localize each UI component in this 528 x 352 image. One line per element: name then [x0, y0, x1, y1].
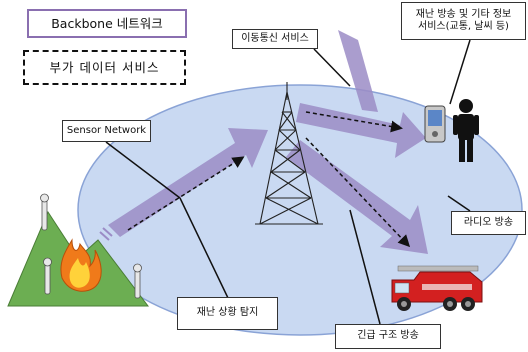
- arrow-mobile-service: [338, 30, 378, 112]
- disaster-detection-text: 재난 상황 탐지: [196, 307, 259, 319]
- radio-broadcast-text: 라디오 방송: [463, 216, 514, 228]
- emergency-rescue-broadcast-text: 긴급 구조 방송: [357, 330, 419, 342]
- backbone-network-title: Backbone 네트워크: [27, 9, 187, 38]
- disaster-detection-label: 재난 상황 탐지: [177, 297, 278, 330]
- mobile-service-text: 이동통신 서비스: [241, 32, 309, 44]
- radio-tower-icon: [255, 82, 323, 225]
- additional-data-service-text: 부가 데이터 서비스: [49, 59, 160, 75]
- arrow-tower-to-person: [296, 103, 426, 158]
- sensor-network-text: Sensor Network: [66, 124, 147, 136]
- arrow-tower-to-radio: [286, 140, 428, 254]
- fire-icon: [60, 238, 102, 292]
- sensor-antenna-icon: [40, 193, 142, 299]
- radio-broadcast-label: 라디오 방송: [451, 211, 526, 235]
- disaster-info-service-label: 재난 방송 및 기타 정보 서비스(교통, 날씨 등): [401, 2, 526, 40]
- person-icon: [453, 99, 479, 162]
- additional-data-service-label: 부가 데이터 서비스: [23, 50, 186, 85]
- mobile-service-label: 이동통신 서비스: [232, 29, 318, 49]
- arrow-sensor-to-tower: [99, 128, 268, 241]
- emergency-rescue-broadcast-label: 긴급 구조 방송: [335, 324, 441, 349]
- info-line-2: 서비스(교통, 날씨 등): [418, 21, 509, 32]
- sensor-network-label: Sensor Network: [62, 120, 151, 142]
- info-line-1: 재난 방송 및 기타 정보: [415, 8, 512, 20]
- fire-truck-icon: [391, 265, 483, 311]
- backbone-network-title-text: Backbone 네트워크: [51, 15, 163, 31]
- pda-device-icon: [424, 105, 446, 143]
